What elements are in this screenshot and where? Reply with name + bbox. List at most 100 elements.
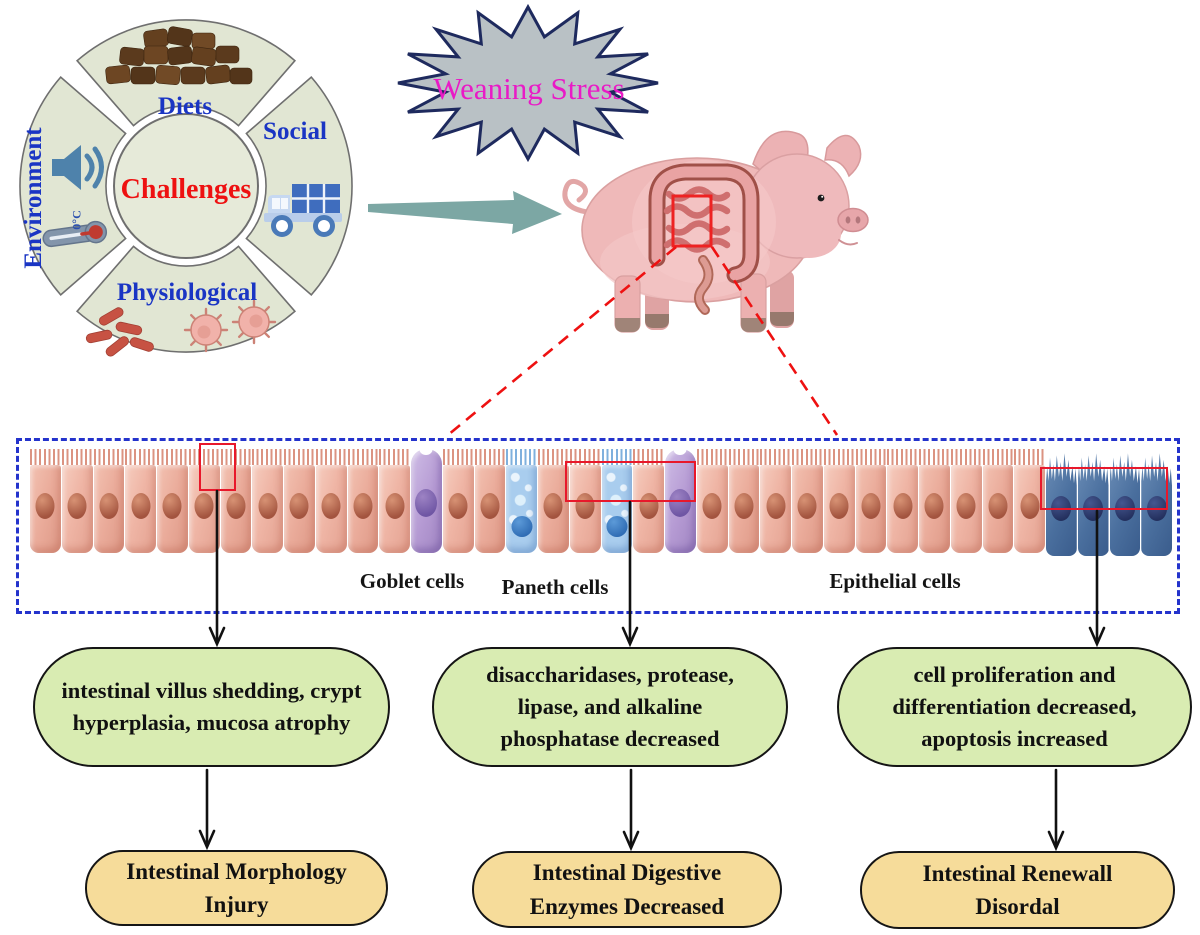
wheel-segments — [19, 19, 353, 357]
epithelial-cell — [379, 449, 410, 553]
cell-nucleus — [162, 493, 182, 520]
epithelial-cell — [347, 449, 379, 553]
epithelial-cell — [950, 449, 982, 553]
arrow-effect-to-result-2 — [622, 768, 640, 852]
microvilli-brush-border — [30, 449, 61, 465]
epithelial-cell — [284, 449, 315, 553]
pig-tail — [562, 178, 590, 215]
segment-label-social: Social — [263, 118, 327, 145]
microvilli-brush-border — [93, 449, 125, 465]
intestine-highlight-box — [671, 194, 713, 248]
cell-nucleus — [480, 493, 500, 520]
pig-ear — [824, 134, 862, 178]
segment-label-physiological: Physiological — [116, 279, 258, 306]
epithelial-cell — [125, 449, 156, 553]
cell-nucleus — [353, 493, 373, 520]
highlight-box-apoptotic — [1040, 467, 1168, 510]
cell-nucleus — [448, 493, 468, 520]
cell-nucleus — [35, 493, 55, 520]
cell-nucleus — [511, 516, 533, 538]
microvilli-brush-border — [347, 449, 379, 465]
cell-nucleus — [734, 493, 754, 520]
epithelial-cell — [855, 449, 887, 553]
flow-arrow-wheel-to-pig — [368, 191, 562, 234]
epithelial-cell — [157, 449, 188, 553]
cell-nucleus — [893, 493, 913, 520]
cell-nucleus — [258, 493, 278, 520]
loudspeaker-icon — [52, 145, 104, 190]
pig-snout — [837, 207, 869, 233]
wheel-center-label: Challenges — [120, 174, 252, 205]
epithelial-cell — [728, 449, 760, 553]
cell-nucleus — [797, 493, 817, 520]
starburst-shape — [397, 3, 659, 163]
microvilli-brush-border — [887, 449, 918, 465]
microvilli-brush-border — [284, 449, 315, 465]
transport-truck-icon — [264, 184, 342, 237]
cell-nucleus — [194, 493, 214, 520]
microvilli-brush-border — [252, 449, 283, 465]
pig-illustration — [562, 130, 869, 333]
cell-nucleus — [575, 493, 595, 520]
epithelial-cell — [188, 449, 220, 553]
effect-box-renewal: cell proliferation and differentiation d… — [837, 647, 1192, 767]
effect-box-morphology: intestinal villus shedding, crypt hyperp… — [33, 647, 390, 767]
microvilli-brush-border — [855, 449, 887, 465]
cell-nucleus — [543, 493, 563, 520]
epithelial-cell-row — [30, 449, 1172, 561]
epithelial-cell — [887, 449, 918, 553]
cell-nucleus — [702, 493, 722, 520]
segment-label-diets: Diets — [157, 93, 213, 120]
cell-nucleus — [766, 493, 786, 520]
microvilli-brush-border — [379, 449, 410, 465]
cell-nucleus — [131, 493, 151, 520]
microvilli-brush-border — [188, 449, 220, 465]
epithelial-cell — [1014, 449, 1045, 553]
epithelial-cell — [252, 449, 283, 553]
paneth-cells-label: Paneth cells — [501, 575, 609, 599]
effect-box-enzymes: disaccharidases, protease, lipase, and a… — [432, 647, 788, 767]
pig-mouth — [838, 239, 858, 246]
arrow-effect-to-result-1 — [198, 768, 216, 851]
microvilli-brush-border — [315, 449, 347, 465]
microvilli-brush-border — [442, 449, 474, 465]
epithelial-cell — [61, 449, 93, 553]
cell-nucleus — [669, 488, 692, 517]
result-box-morphology: Intestinal Morphology Injury — [85, 850, 388, 926]
apoptotic-cell — [1109, 449, 1141, 556]
epithelial-cells-label: Epithelial cells — [829, 569, 961, 593]
epithelial-cell — [30, 449, 61, 553]
intestinal-epithelium-panel: Goblet cells Paneth cells Epithelial cel… — [16, 438, 1180, 614]
segment-label-environment: Environment — [20, 127, 47, 269]
microvilli-brush-border — [696, 449, 728, 465]
epithelial-cell — [442, 449, 474, 553]
microvilli-brush-border — [823, 449, 855, 465]
microvilli-brush-border — [125, 449, 156, 465]
goblet-cells-label: Goblet cells — [359, 569, 465, 593]
cell-nucleus — [829, 493, 849, 520]
weaning-stress-burst: Weaning Stress — [393, 3, 665, 165]
microvilli-brush-border — [950, 449, 982, 465]
microvilli-brush-border — [61, 449, 93, 465]
apoptotic-cell — [1046, 449, 1077, 556]
microvilli-brush-border — [919, 449, 950, 465]
epithelial-cell — [919, 449, 950, 553]
epithelial-cell — [315, 449, 347, 553]
epithelial-cell — [474, 449, 506, 553]
cell-nucleus — [289, 493, 309, 520]
virus-icon — [183, 299, 277, 353]
cell-nucleus — [321, 493, 341, 520]
arrow-effect-to-result-3 — [1047, 768, 1065, 852]
cell-nucleus — [924, 493, 944, 520]
highlight-box-paneth — [565, 461, 696, 502]
cell-nucleus — [956, 493, 976, 520]
thermometer-reading: 0°C — [69, 210, 84, 230]
cell-nucleus — [415, 488, 438, 517]
epithelial-cell — [696, 449, 728, 553]
result-box-enzymes: Intestinal Digestive Enzymes Decreased — [472, 851, 782, 928]
microvilli-brush-border — [792, 449, 823, 465]
microvilli-brush-border — [982, 449, 1014, 465]
microvilli-brush-border — [728, 449, 760, 465]
microvilli-brush-border — [506, 449, 537, 465]
